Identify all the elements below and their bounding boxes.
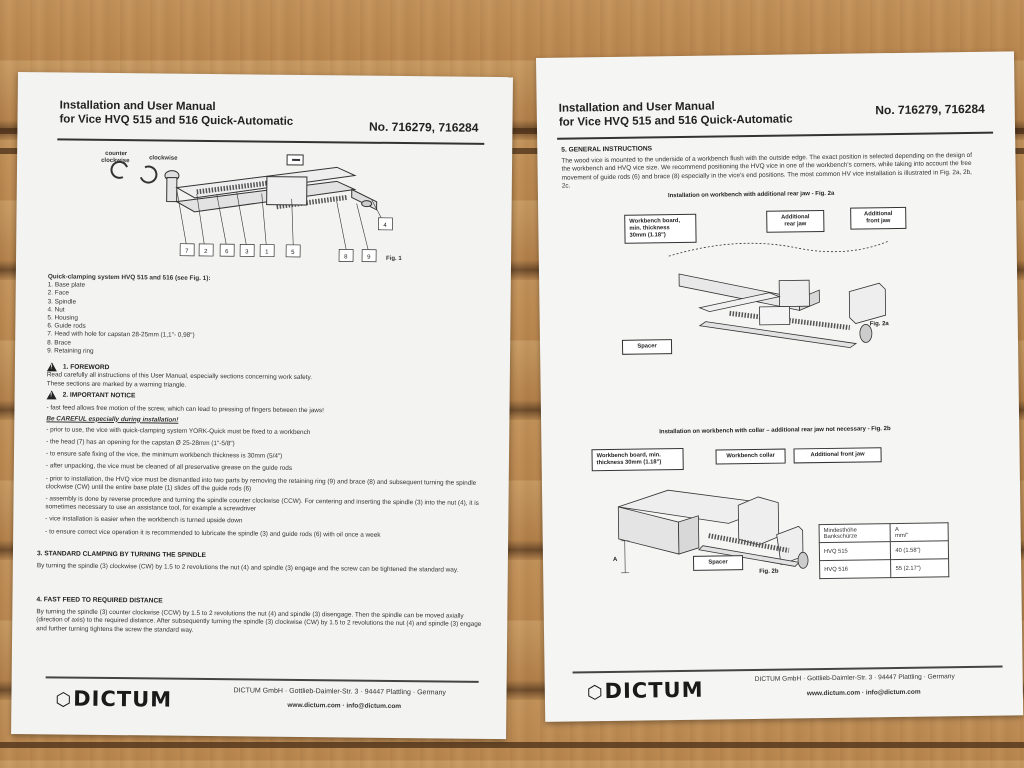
dictum-logo: ⬡DICTUM	[587, 678, 704, 704]
product-number: No. 716279, 716284	[368, 119, 479, 135]
callout-additional-rear-jaw: Additional rear jaw	[766, 209, 825, 233]
callout-workbench-board: Workbench board, min. thickness 30mm (1.…	[624, 213, 697, 244]
product-number: No. 716279, 716284	[875, 101, 985, 118]
vice-drawing	[698, 292, 873, 349]
dictum-logo-mark-icon: ⬡	[586, 682, 604, 704]
title-line-2: for Vice HVQ 515 and 516 Quick-Automatic	[59, 113, 294, 128]
label-clockwise: clockwise	[149, 155, 178, 161]
workbench-drawing	[668, 240, 889, 325]
dictum-logo-mark-icon: ⬡	[55, 689, 73, 711]
cw-arrow-icon	[139, 165, 158, 184]
table-row: HVQ 516 55 (2.17")	[819, 558, 949, 579]
svg-text:2: 2	[204, 249, 208, 255]
svg-text:5: 5	[291, 250, 295, 256]
list-item: - the head (7) has an opening for the ca…	[46, 438, 235, 448]
list-item: - to ensure correct vice operation it is…	[45, 527, 381, 539]
fig-2a-title: Installation on workbench with additiona…	[667, 190, 835, 200]
section-4: 4. FAST FEED TO REQUIRED DISTANCE By tur…	[36, 596, 486, 638]
header-divider	[57, 138, 485, 145]
callout-additional-front-jaw: Additional front jaw	[850, 206, 907, 230]
table-cell: 55 (2.17")	[890, 558, 949, 578]
footer-divider	[45, 676, 479, 683]
callout-additional-front-jaw: Additional front jaw	[793, 447, 882, 464]
warning-triangle-icon	[46, 390, 57, 400]
callout-boxes: 7 2 6 3 1 5 8 9 4	[179, 217, 393, 263]
section-5-text: The wood vice is mounted to the undersid…	[561, 152, 973, 190]
title-line-2: for Vice HVQ 515 and 516 Quick-Automatic	[558, 113, 793, 129]
vice-drawing	[698, 533, 809, 569]
list-item: - prior to use, the vice with quick-clam…	[46, 426, 311, 436]
section-3: 3. STANDARD CLAMPING BY TURNING THE SPIN…	[37, 550, 487, 575]
section-5: 5. GENERAL INSTRUCTIONS The wood vice is…	[561, 141, 982, 191]
list-item: - vice installation is easier when the w…	[45, 515, 243, 525]
fig-2b-caption: Fig. 2b	[759, 568, 779, 575]
svg-text:9: 9	[367, 255, 371, 261]
table-row: Mindesthöhe Bankschürze A mm/"	[819, 522, 949, 543]
dimension-a-label: A	[613, 557, 618, 563]
warning-triangle-icon	[46, 362, 57, 372]
section-3-text: By turning the spindle (3) clockwise (CW…	[36, 562, 459, 574]
header-divider	[557, 131, 994, 140]
company-address: DICTUM GmbH · Gottlieb-Daimler-Str. 3 · …	[754, 673, 955, 684]
fig-2a-caption: Fig. 2a	[869, 321, 889, 328]
svg-text:8: 8	[344, 254, 348, 260]
dictum-logo: ⬡DICTUM	[55, 686, 173, 712]
section-4-text: By turning the spindle (3) counter clock…	[36, 608, 482, 634]
callout-spacer: Spacer	[621, 339, 673, 355]
important-notice-section: 2. IMPORTANT NOTICE - fast feed allows f…	[45, 390, 487, 540]
list-item: - assembly is done by reverse procedure …	[45, 495, 479, 513]
figure-1-caption: Fig. 1	[386, 256, 402, 262]
important-heading: 2. IMPORTANT NOTICE	[62, 391, 136, 400]
dimension-a	[620, 540, 630, 574]
svg-text:1: 1	[265, 250, 269, 256]
callout-workbench-collar: Workbench collar	[715, 448, 786, 465]
minimum-height-table: Mindesthöhe Bankschürze A mm/" HVQ 515 4…	[818, 522, 950, 580]
section-3-heading: 3. STANDARD CLAMPING BY TURNING THE SPIN…	[36, 550, 206, 559]
table-cell: Mindesthöhe Bankschürze	[819, 523, 891, 543]
manual-page-left: Installation and User Manual for Vice HV…	[11, 72, 513, 740]
figure-2b-diagram: A	[613, 489, 809, 574]
list-item: - after unpacking, the vice must be clea…	[45, 462, 293, 473]
workbench-drawing	[617, 489, 804, 566]
ccw-arrow-icon	[110, 160, 128, 179]
figure-2a-diagram	[668, 240, 889, 349]
label-clockwise-ccw: clockwise	[101, 158, 130, 164]
section-4-heading: 4. FAST FEED TO REQUIRED DISTANCE	[36, 596, 163, 605]
table-cell: A mm/"	[890, 522, 949, 542]
foreword-heading: 1. FOREWORD	[62, 363, 110, 372]
page-title: Installation and User Manual for Vice HV…	[59, 98, 319, 129]
company-website: www.dictum.com · info@dictum.com	[806, 688, 921, 698]
foreword-section: 1. FOREWORD Read carefully all instructi…	[47, 362, 487, 392]
leader-lines	[176, 189, 385, 250]
company-address: DICTUM GmbH · Gottlieb-Daimler-Str. 3 · …	[233, 687, 446, 697]
manual-page-right: Installation and User Manual for Vice HV…	[536, 51, 1024, 722]
callout-spacer: Spacer	[692, 555, 744, 571]
figure-1-vice-diagram: counter clockwise clockwise	[101, 151, 402, 263]
list-item: - to ensure safe fixing of the vice, the…	[45, 450, 283, 460]
vice-drawing	[164, 154, 378, 213]
svg-text:3: 3	[245, 249, 249, 255]
callout-workbench-board: Workbench board, min. thickness 30mm (1.…	[591, 447, 684, 472]
svg-text:4: 4	[383, 223, 387, 229]
table-cell: 40 (1.58")	[890, 540, 949, 560]
logo-text: DICTUM	[604, 677, 704, 704]
board-gap	[0, 742, 1024, 748]
table-cell: HVQ 515	[819, 541, 891, 561]
table-row: HVQ 515 40 (1.58")	[819, 540, 949, 561]
fig-2b-title: Installation on workbench with collar – …	[659, 426, 891, 436]
table-cell: HVQ 516	[819, 559, 892, 579]
logo-text: DICTUM	[73, 686, 173, 712]
svg-text:6: 6	[225, 249, 229, 255]
list-item: - prior to installation, the HVQ vice mu…	[45, 474, 477, 493]
footer-divider	[572, 665, 1003, 674]
parts-list: Quick-clamping system HVQ 515 and 516 (s…	[47, 273, 468, 359]
svg-text:7: 7	[185, 249, 189, 255]
company-website: www.dictum.com · info@dictum.com	[287, 701, 402, 711]
label-counter: counter	[105, 151, 128, 157]
page-title: Installation and User Manual for Vice HV…	[559, 98, 819, 130]
